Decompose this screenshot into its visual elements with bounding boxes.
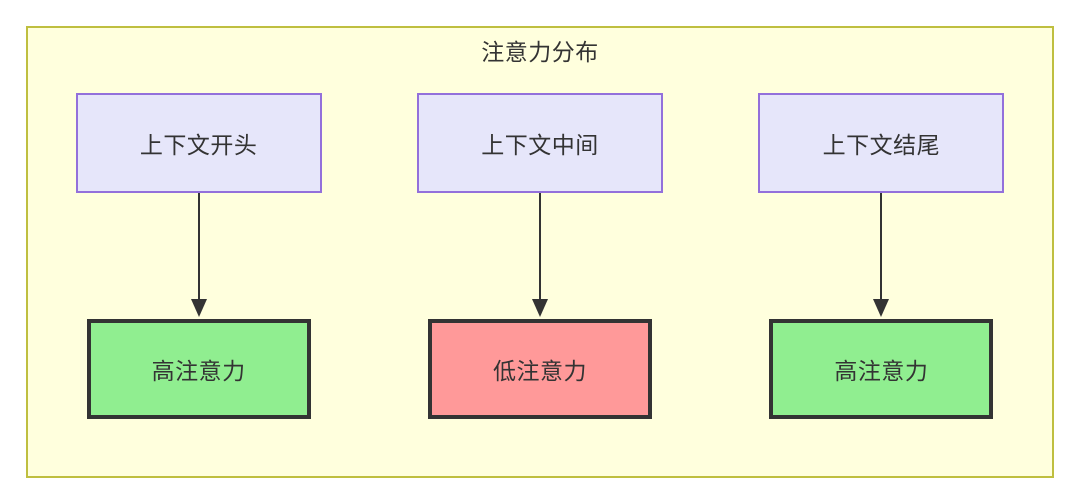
attention-distribution-subgraph: 注意力分布 上下文开头 高注意力 上下文中间	[26, 26, 1054, 478]
arrow-head-icon-3	[873, 299, 890, 317]
arrow-connector-2	[531, 193, 548, 319]
node-attention-middle[interactable]: 低注意力	[427, 319, 652, 419]
arrow-head-icon-2	[531, 299, 548, 317]
node-context-start-label: 上下文开头	[139, 133, 258, 159]
arrow-head-icon-1	[190, 299, 207, 317]
node-attention-end[interactable]: 高注意力	[769, 319, 994, 419]
flow-column-context-start: 上下文开头 高注意力	[49, 93, 349, 453]
subgraph-title: 注意力分布	[481, 40, 599, 66]
arrow-line-3	[880, 193, 883, 301]
column-group: 上下文开头 高注意力 上下文中间	[28, 93, 1052, 463]
node-attention-middle-label: 低注意力	[492, 359, 587, 385]
arrow-connector-3	[873, 193, 890, 319]
node-context-end[interactable]: 上下文结尾	[758, 93, 1005, 193]
flow-column-context-middle: 上下文中间 低注意力	[390, 93, 690, 453]
flow-column-context-end: 上下文结尾 高注意力	[731, 93, 1031, 453]
node-attention-end-label: 高注意力	[834, 359, 929, 385]
node-context-middle-label: 上下文中间	[481, 133, 599, 159]
arrow-line-2	[538, 193, 541, 301]
node-context-middle[interactable]: 上下文中间	[416, 93, 663, 193]
node-context-end-label: 上下文结尾	[822, 133, 941, 159]
node-attention-start[interactable]: 高注意力	[86, 319, 311, 419]
node-context-start[interactable]: 上下文开头	[75, 93, 322, 193]
arrow-connector-1	[190, 193, 207, 319]
node-attention-start-label: 高注意力	[151, 359, 246, 385]
arrow-line-1	[197, 193, 200, 301]
